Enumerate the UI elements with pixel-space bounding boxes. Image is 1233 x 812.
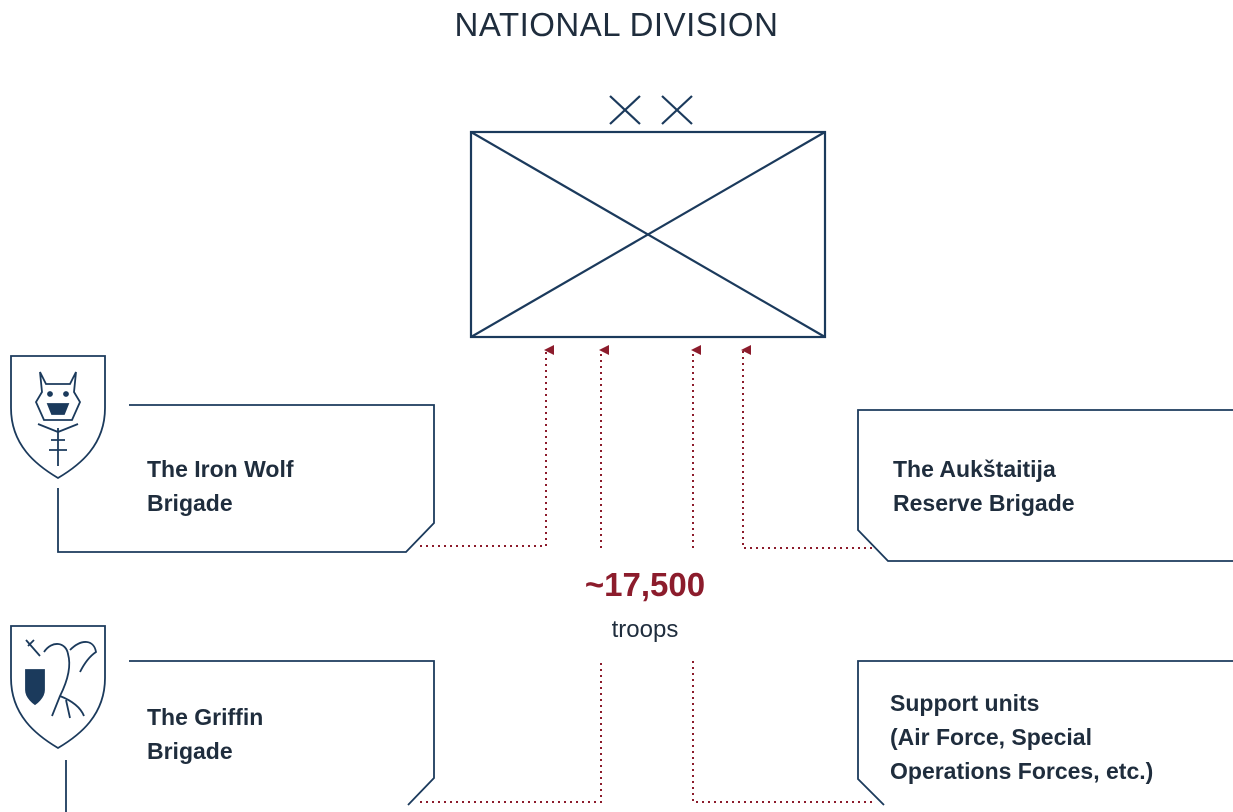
infantry-unit-symbol <box>469 130 827 339</box>
division-echelon-icon <box>609 95 693 125</box>
iron-wolf-label: The Iron Wolf Brigade <box>147 456 294 516</box>
griffin-label: The Griffin Brigade <box>147 704 264 764</box>
griffin-box <box>65 660 435 812</box>
diagram-title: NATIONAL DIVISION <box>454 6 779 43</box>
troop-unit-label: troops <box>611 616 679 643</box>
support-label: Support units (Air Force, Special Operat… <box>890 690 1154 784</box>
support-box <box>857 660 1233 806</box>
troop-count: ~17,500 <box>584 566 706 603</box>
aukstaitija-label: The Aukštaitija Reserve Brigade <box>893 456 1075 516</box>
aukstaitija-connector <box>741 345 872 549</box>
iron-wolf-connector <box>420 345 554 547</box>
griffin-emblem-icon <box>10 625 106 750</box>
aukstaitija-box <box>857 409 1233 562</box>
griffin-connector <box>420 350 601 803</box>
iron-wolf-emblem-icon <box>10 355 106 480</box>
iron-wolf-box <box>57 404 435 553</box>
